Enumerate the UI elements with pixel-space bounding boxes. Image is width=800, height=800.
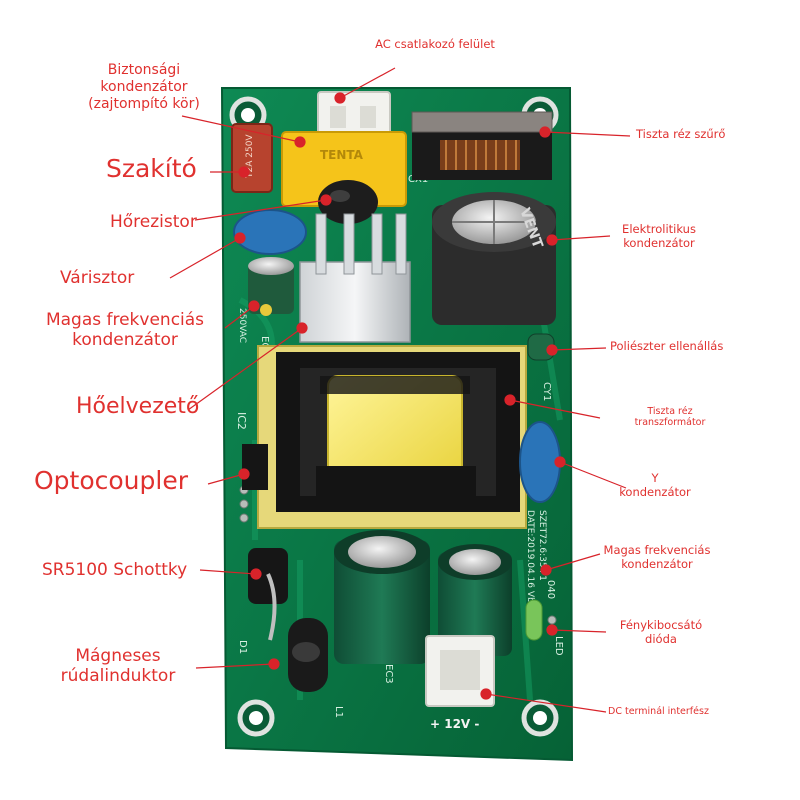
optocoupler (242, 444, 268, 490)
label-electrolytic-capacitor: Elektrolitikus kondenzátor (604, 222, 714, 251)
label-led: Fénykibocsátó dióda (606, 618, 716, 647)
label-ac-connector: AC csatlakozó felület (375, 37, 495, 51)
schottky-diode (248, 548, 288, 641)
ac-marking: 250VAC (237, 308, 247, 343)
led-marking: LED (553, 636, 564, 656)
label-safety-capacitor-line3: (zajtompító kör) (88, 95, 200, 112)
label-safety-capacitor: Biztonsági kondenzátor (zajtompító kör) (68, 62, 220, 112)
label-hf-capacitor-right: Magas frekvenciás kondenzátor (590, 543, 724, 572)
label-transformer-line2: transzformátor (634, 417, 706, 429)
label-heatsink: Hőelvezető (76, 394, 200, 419)
varistor (233, 209, 307, 255)
label-rod-inductor-line2: rúdalinduktor (60, 666, 176, 687)
cy1-marking: CY1 (541, 382, 552, 401)
label-y-capacitor-line1: Y (651, 471, 659, 485)
ic2-marking: IC2 (235, 412, 248, 430)
leader-lines (169, 67, 631, 713)
label-led-line1: Fénykibocsátó (619, 618, 703, 632)
d1-marking: D1 (237, 640, 248, 654)
code-marking: 040 (545, 580, 556, 599)
label-polyester-resistor: Poliészter ellenállás (610, 339, 724, 353)
label-hf-capacitor-left-line1: Magas frekvenciás (45, 310, 205, 330)
label-dc-terminal: DC terminál interfész (608, 706, 709, 717)
label-schottky: SR5100 Schottky (42, 560, 188, 580)
hf-capacitor-left (248, 257, 294, 316)
output-capacitor-2 (438, 544, 512, 656)
label-transformer-line1: Tiszta réz (647, 406, 693, 417)
fuse-marking: T2A 250V (245, 134, 255, 179)
label-fuse: Szakító (106, 154, 197, 183)
label-transformer: Tiszta réz transzformátor (610, 406, 730, 429)
electrolytic-capacitor: VENT (432, 192, 556, 325)
label-safety-capacitor-line2: kondenzátor (100, 78, 188, 95)
label-thermistor: Hőrezistor (110, 212, 197, 232)
rod-inductor (288, 618, 328, 692)
label-led-line2: dióda (645, 631, 677, 646)
ec3-marking: EC3 (383, 664, 394, 684)
label-copper-filter: Tiszta réz szűrő (636, 127, 726, 141)
label-y-capacitor: Y kondenzátor (600, 471, 710, 500)
label-electrolytic-capacitor-line2: kondenzátor (623, 235, 695, 250)
label-rod-inductor: Mágneses rúdalinduktor (36, 646, 200, 687)
dc-terminal (425, 635, 495, 707)
label-varistor: Várisztor (60, 268, 135, 288)
label-hf-capacitor-right-line1: Magas frekvenciás (603, 543, 711, 557)
label-optocoupler: Optocoupler (34, 466, 189, 495)
y-capacitor (519, 421, 561, 503)
label-y-capacitor-line2: kondenzátor (619, 484, 691, 499)
label-hf-capacitor-left: Magas frekvenciás kondenzátor (20, 310, 230, 351)
transformer (257, 345, 527, 529)
label-hf-capacitor-right-line2: kondenzátor (621, 556, 693, 571)
safety-cap-marking: TENTA (320, 148, 364, 162)
l1-marking: L1 (333, 706, 344, 718)
thermistor (318, 180, 378, 224)
date-marking: DATE:2019.04.16 Vb (525, 510, 535, 603)
led (525, 599, 543, 641)
output-marking: + 12V - (430, 717, 479, 731)
transformer-marking: SZET72.6:35+1 (537, 510, 547, 581)
label-hf-capacitor-left-line2: kondenzátor (72, 330, 178, 351)
heatsink (299, 213, 411, 343)
copper-filter (411, 111, 553, 180)
label-electrolytic-capacitor-line1: Elektrolitikus (622, 222, 696, 236)
output-capacitor-1 (334, 530, 430, 664)
label-safety-capacitor-line1: Biztonsági (107, 62, 181, 78)
label-rod-inductor-line1: Mágneses (75, 646, 161, 666)
